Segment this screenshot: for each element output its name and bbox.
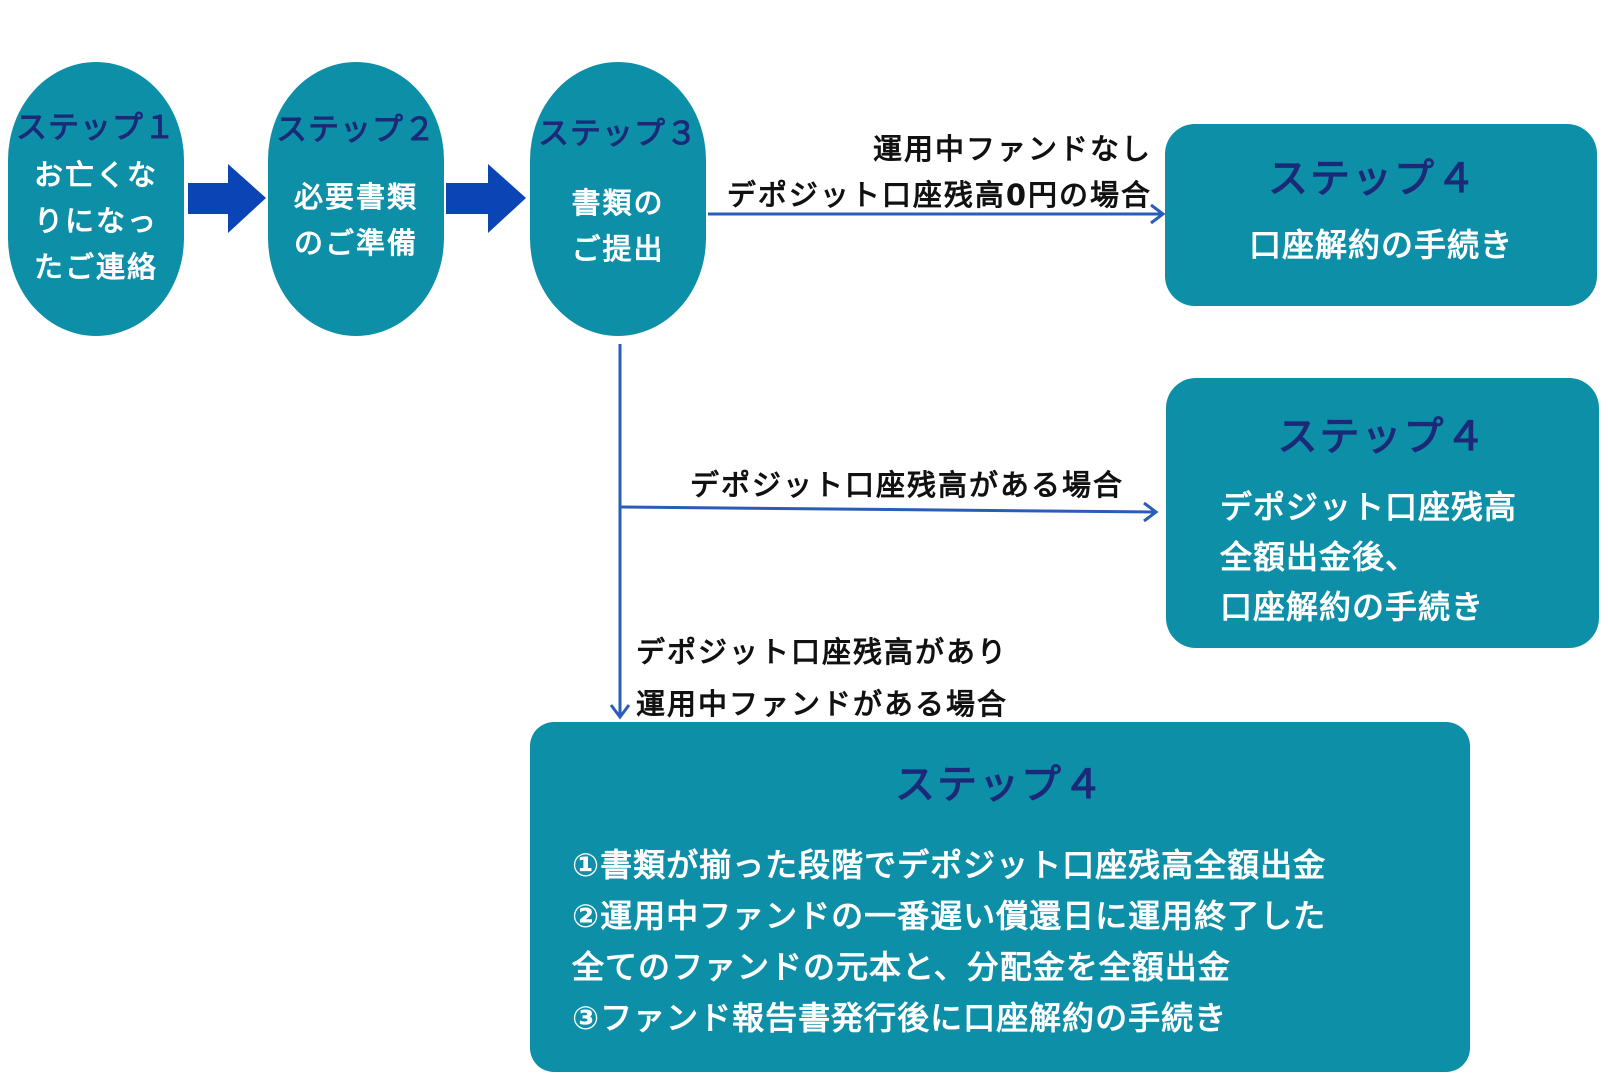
branch-line-balance xyxy=(619,501,1159,523)
condition-label-balance-and-funds: デポジット口座残高があり 運用中ファンドがある場合 xyxy=(636,635,1009,721)
branch-line-trunk xyxy=(609,344,631,720)
step-1-node: ステップ１ お亡くな りになっ たご連絡 xyxy=(8,62,184,336)
outcome-no-balance-body: 口座解約の手続き xyxy=(1248,226,1513,264)
outcome-balance-node: ステップ４ デポジット口座残高 全額出金後、 口座解約の手続き xyxy=(1166,378,1599,648)
step-1-title: ステップ１ xyxy=(16,110,176,146)
branch-line-no-balance xyxy=(708,203,1166,225)
step-3-title: ステップ３ xyxy=(538,116,698,152)
outcome-balance-title: ステップ４ xyxy=(1277,414,1488,460)
outcome-balance-and-funds-node: ステップ４ ①書類が揃った段階でデポジット口座残高全額出金 ②運用中ファンドの一… xyxy=(530,722,1470,1072)
step-2-title: ステップ２ xyxy=(276,112,436,148)
outcome-no-balance-title: ステップ４ xyxy=(1268,156,1478,202)
arrow-step1-to-step2 xyxy=(188,164,266,233)
step-2-body: 必要書類 のご準備 xyxy=(293,180,418,260)
step-3-body: 書類の ご提出 xyxy=(571,186,665,266)
condition-label-no-balance: 運用中ファンドなし デポジット口座残高0円の場合 xyxy=(726,132,1152,212)
step-1-body: お亡くな りになっ たご連絡 xyxy=(33,158,158,284)
outcome-balance-and-funds-body: ①書類が揃った段階でデポジット口座残高全額出金 ②運用中ファンドの一番遅い償還日… xyxy=(572,846,1327,1037)
outcome-balance-body: デポジット口座残高 全額出金後、 口座解約の手続き xyxy=(1220,488,1518,626)
outcome-no-balance-node: ステップ４ 口座解約の手続き xyxy=(1165,124,1597,306)
arrow-step2-to-step3 xyxy=(446,164,526,233)
step-3-node: ステップ３ 書類の ご提出 xyxy=(530,62,706,336)
outcome-balance-and-funds-title: ステップ４ xyxy=(895,762,1105,808)
step-2-node: ステップ２ 必要書類 のご準備 xyxy=(268,62,444,336)
condition-label-balance: デポジット口座残高がある場合 xyxy=(690,468,1125,502)
